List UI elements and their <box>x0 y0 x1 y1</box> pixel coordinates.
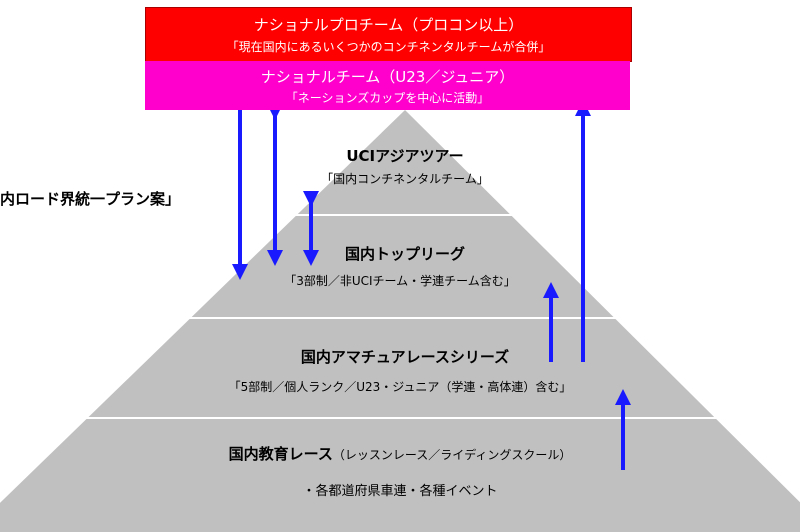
tier-education-desc: ・各都道府県車連・各種イベント <box>302 484 498 499</box>
pro-team-desc: 「現在国内にあるいくつかのコンチネンタルチームが合併」 <box>226 40 551 54</box>
tier-education-suffix: （レッスンレース／ライディングスクール） <box>332 448 572 462</box>
tier-amateur-desc: 「5部制／個人ランク／U23・ジュニア（学連・高体連）含む」 <box>228 380 572 394</box>
tier-asia-tour-desc: 「国内コンチネンタルチーム」 <box>321 172 489 186</box>
plan-title-label: 内ロード界統一プラン案」 <box>0 190 181 208</box>
national-team-title: ナショナルチーム（U23／ジュニア） <box>260 68 515 86</box>
tier-education-title: 国内教育レース <box>228 445 333 463</box>
tier-top-league-title: 国内トップリーグ <box>344 245 465 263</box>
tier-top-league-desc: 「3部制／非UCIチーム・学連チーム含む」 <box>284 274 516 288</box>
pro-team-box: ナショナルプロチーム（プロコン以上） 「現在国内にあるいくつかのコンチネンタルチ… <box>145 7 632 62</box>
pyramid-shape <box>0 110 800 532</box>
tier-amateur-title: 国内アマチュアレースシリーズ <box>300 348 510 366</box>
tier-asia-tour-title: UCIアジアツアー <box>346 147 464 165</box>
tier-education-heading: 国内教育レース（レッスンレース／ライディングスクール） <box>160 443 640 464</box>
national-team-desc: 「ネーションズカップを中心に活動」 <box>285 91 490 105</box>
pro-team-title: ナショナルプロチーム（プロコン以上） <box>253 16 524 34</box>
national-team-box: ナショナルチーム（U23／ジュニア） 「ネーションズカップを中心に活動」 <box>145 61 630 110</box>
